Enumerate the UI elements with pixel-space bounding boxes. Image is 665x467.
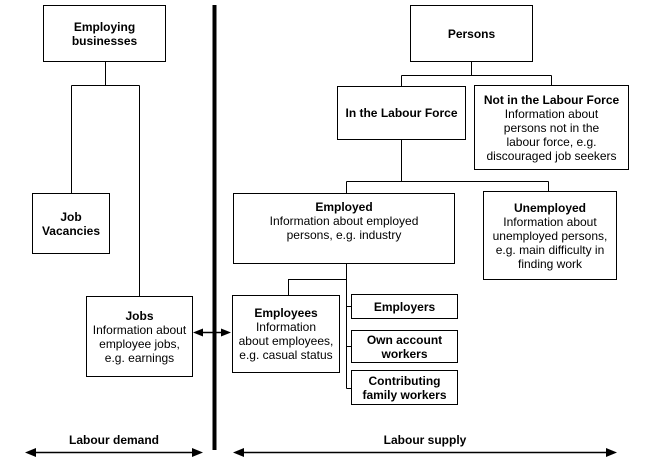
box-employers: Employers — [351, 294, 458, 319]
box-in-the-labour-force: In the Labour Force — [337, 86, 466, 140]
box-title: Employed — [315, 200, 373, 214]
box-unemployed: Unemployed Information about unemployed … — [483, 191, 617, 280]
box-employed: Employed Information about employed pers… — [233, 193, 455, 264]
labour-supply-arrow-icon — [233, 448, 617, 457]
label-labour-supply: Labour supply — [383, 433, 467, 447]
box-title: Persons — [447, 26, 496, 41]
jobs-employees-double-arrow-icon — [193, 328, 231, 337]
box-job-vacancies: Job Vacancies — [32, 193, 110, 254]
box-body: Information about persons not in the lab… — [486, 106, 617, 163]
box-title: Own account workers — [366, 332, 443, 361]
box-employing-businesses: Employing businesses — [43, 5, 166, 62]
box-title: Employing businesses — [71, 19, 138, 48]
box-title: Not in the Labour Force — [483, 92, 620, 107]
box-title: Unemployed — [513, 200, 586, 215]
box-title: Employees — [254, 306, 318, 320]
box-title: Jobs — [125, 308, 154, 323]
box-persons: Persons — [410, 5, 533, 62]
box-body: Information about employees, e.g. casual… — [238, 320, 334, 362]
box-body: Information about employed persons, e.g.… — [269, 214, 419, 242]
labour-supply-tree-lines — [288, 62, 552, 389]
box-body: Information about employee jobs, e.g. ea… — [92, 322, 187, 365]
box-jobs: Jobs Information about employee jobs, e.… — [86, 296, 193, 377]
box-title: Contributing family workers — [362, 373, 447, 402]
box-own-account-workers: Own account workers — [351, 330, 458, 363]
box-body: Information about unemployed persons, e.… — [492, 214, 608, 271]
box-employees: Employees Information about employees, e… — [232, 295, 340, 373]
box-contributing-family-workers: Contributing family workers — [351, 370, 458, 405]
label-labour-demand: Labour demand — [68, 433, 159, 447]
box-title: Job Vacancies — [41, 209, 101, 238]
labour-demand-arrow-icon — [25, 448, 203, 457]
box-title: Employers — [373, 299, 436, 314]
box-title: In the Labour Force — [345, 106, 458, 120]
box-not-in-the-labour-force: Not in the Labour Force Information abou… — [474, 85, 629, 170]
labour-demand-tree-lines — [71, 61, 140, 296]
